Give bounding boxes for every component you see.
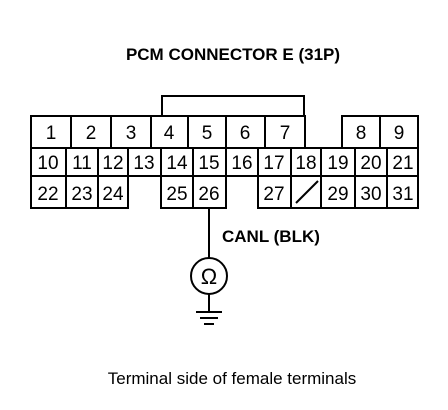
terminal-31: 31 (392, 184, 413, 205)
row2-dividers (65, 148, 388, 176)
terminal-24: 24 (102, 184, 124, 205)
terminal-25: 25 (166, 184, 187, 205)
wire-label: CANL (BLK) (222, 227, 320, 246)
diagram-title: PCM CONNECTOR E (31P) (126, 45, 340, 64)
terminal-8: 8 (356, 123, 367, 144)
ohmmeter-icon: Ω (190, 257, 228, 295)
terminal-4: 4 (164, 123, 175, 144)
terminal-14: 14 (166, 153, 188, 174)
terminal-29: 29 (327, 184, 348, 205)
terminal-19: 19 (327, 153, 348, 174)
terminal-3: 3 (126, 123, 137, 144)
terminal-15: 15 (198, 153, 219, 174)
terminal-5: 5 (202, 123, 213, 144)
ohm-symbol: Ω (201, 264, 217, 289)
ground-icon (196, 311, 222, 325)
terminal-30: 30 (360, 184, 381, 205)
terminal-7: 7 (280, 123, 291, 144)
terminal-16: 16 (231, 153, 252, 174)
terminal-9: 9 (394, 123, 405, 144)
row1-dividers (70, 116, 381, 148)
terminal-22: 22 (37, 184, 58, 205)
terminal-18: 18 (295, 153, 316, 174)
terminal-23: 23 (71, 184, 92, 205)
slash-mark (295, 180, 319, 204)
connector-lock-tab (161, 95, 305, 116)
row3-dividers (65, 176, 388, 208)
terminal-20: 20 (360, 153, 381, 174)
terminal-1: 1 (46, 123, 57, 144)
terminal-27: 27 (263, 184, 284, 205)
terminal-11: 11 (72, 153, 92, 174)
diagram-caption: Terminal side of female terminals (108, 369, 356, 388)
terminal-26: 26 (198, 184, 219, 205)
terminal-6: 6 (240, 123, 251, 144)
terminal-2: 2 (86, 123, 97, 144)
terminal-10: 10 (37, 153, 58, 174)
terminal-21: 21 (392, 153, 413, 174)
terminal-12: 12 (102, 153, 123, 174)
terminal-17: 17 (263, 153, 284, 174)
terminal-13: 13 (133, 153, 154, 174)
